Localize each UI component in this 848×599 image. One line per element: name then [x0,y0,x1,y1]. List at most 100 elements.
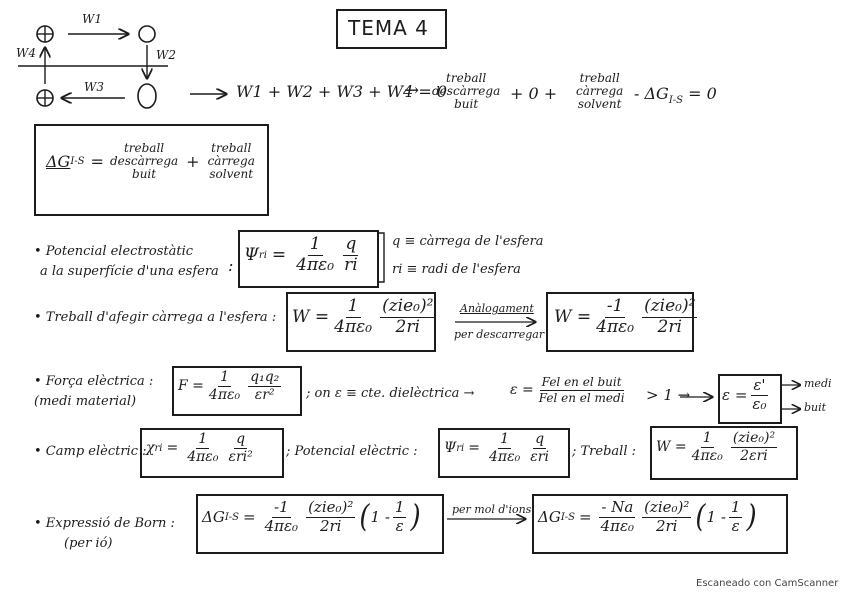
camp-treb-label: ; Treball : [572,444,636,459]
cycle-term-2-line-3: solvent [577,97,622,112]
cycle-term-1-line-1: treball [446,71,487,85]
treball-lhs: W = [292,307,330,328]
potencial-frac-2-num: q [343,234,359,256]
deltag-term-1-line-1: treball [123,141,165,155]
w4-label: W4 [16,46,36,60]
potencial-frac-2-den: ri [344,254,358,275]
cycle-term-1-line-3: buit [454,97,479,112]
born-paren-open-2: ( [695,499,706,536]
forca-frac-1-num: 1 [218,369,231,387]
born-frac-5-num: (ziе₀)² [642,498,692,518]
camp-eq: = [166,440,179,457]
treball-frac-2-den: 2ri [395,316,420,337]
potencial-note-2: ri ≡ radi de l'esfera [392,262,521,277]
w2-label: W2 [156,48,176,62]
born-paren-text-2: 1 - [706,508,726,527]
camp-frac-2-num: q [234,431,248,449]
potencial-lhs: Ψ [244,245,259,266]
camp-treb-frac-2-num: (ziе₀)² [730,430,778,448]
born-frac-1-den: 4πε₀ [264,516,299,535]
born-lhs-2: ΔG [538,508,561,527]
potencial-note-1: q ≡ càrrega de l'esfera [392,234,544,249]
treball-arrow-top: Anàlogament [460,302,534,315]
forca-eps-2: ε = [722,386,748,405]
forca-eps: ε = [510,382,534,399]
potencial-lhs-sub: ri [258,249,267,261]
camp-frac-2-den: εri² [228,448,253,465]
cycle-term-1: treball descàrrega buit [432,71,500,112]
cycle-tail-delta: - ΔG [634,84,669,103]
camp-pot-frac-2-num: q [533,431,547,449]
deltag-term-1-line-2: descàrrega [109,154,179,169]
forca-lhs: F = [178,378,204,395]
potencial-colon: : [228,256,234,275]
forca-ratio-den: Fel en el medi [538,390,625,405]
born-frac-2-den: 2ri [319,516,342,535]
born-label-line-2: (per ió) [64,536,113,551]
camp-pot-frac-2-den: εri [530,448,549,465]
potencial-frac-1-num: 1 [307,234,323,256]
treball-frac-3-den: 4πε₀ [596,316,635,337]
cycle-equation: W1 + W2 + W3 + W4 = 0 [236,82,447,101]
potencial-box [238,230,379,288]
born-lhs-sub: I-S [224,511,240,523]
born-eq-2: = [579,508,592,527]
forca-frac-1-den: 4πε₀ [208,386,241,403]
forca-frac-2-den: εr² [254,386,275,403]
forca-eps-num: ε' [751,376,768,396]
forca-frac-2-num: q₁q₂ [248,369,282,387]
camp-frac-1-num: 1 [196,431,210,449]
forca-eps-frac: ε'ε₀ [750,376,768,413]
forca-eps-box [718,374,782,424]
deltag-box [34,124,269,216]
born-label: • Expressió de Born : (per ió) [34,514,175,554]
forca-medi: medi [804,377,832,390]
forca-label-line-1: • Força elèctrica : [34,374,154,389]
born-frac-3-num: 1 [392,498,407,518]
deltag-term-2: treball càrrega solvent [207,141,255,182]
deltag-eq: = [90,152,104,172]
born-lhs-2-sub: I-S [560,511,576,523]
potencial-label-line-1: • Potencial electrostàtic [34,244,194,259]
deltag-term-2-line-2: càrrega [207,154,255,169]
camp-lhs-sub: ri [154,442,163,454]
born-label-line-1: • Expressió de Born : [34,516,175,531]
forca-mid: ; on ε ≡ cte. dielèctrica → [306,386,475,401]
treball-label: • Treball d'afegir càrrega a l'esfera : [34,310,277,325]
born-lhs: ΔG [202,508,225,527]
born-arrow-top: per mol d'ions [452,503,532,516]
potencial-eq: = [271,245,287,266]
treball-arrow-bottom: per descarregar [454,328,545,341]
deltag-term-1-line-3: buit [132,167,157,182]
treball-frac-3-num: -1 [604,296,626,318]
born-frac-5-den: 2ri [655,516,678,535]
deltag-lhs: ΔG [46,152,71,172]
cycle-term-2-line-2: càrrega [576,84,624,99]
born-frac-1-num: -1 [272,498,291,518]
camp-pot-lhs: Ψ [444,440,457,457]
camp-pot-eq: = [468,440,480,457]
born-paren-close-2: ) [746,499,757,536]
watermark: Escaneado con CamScanner [696,578,839,589]
deltag-plus: + [186,152,200,172]
potencial-label: • Potencial electrostàtic a la superfíci… [34,242,219,282]
camp-treb-frac-1-den: 4πε₀ [691,447,723,464]
born-frac-2-num: (ziе₀)² [306,498,356,518]
deltag-term-1: treball descàrrega buit [109,141,179,182]
treball-frac-4-num: (ziе₀)² [642,296,698,318]
forca-eps-den: ε₀ [752,394,767,413]
